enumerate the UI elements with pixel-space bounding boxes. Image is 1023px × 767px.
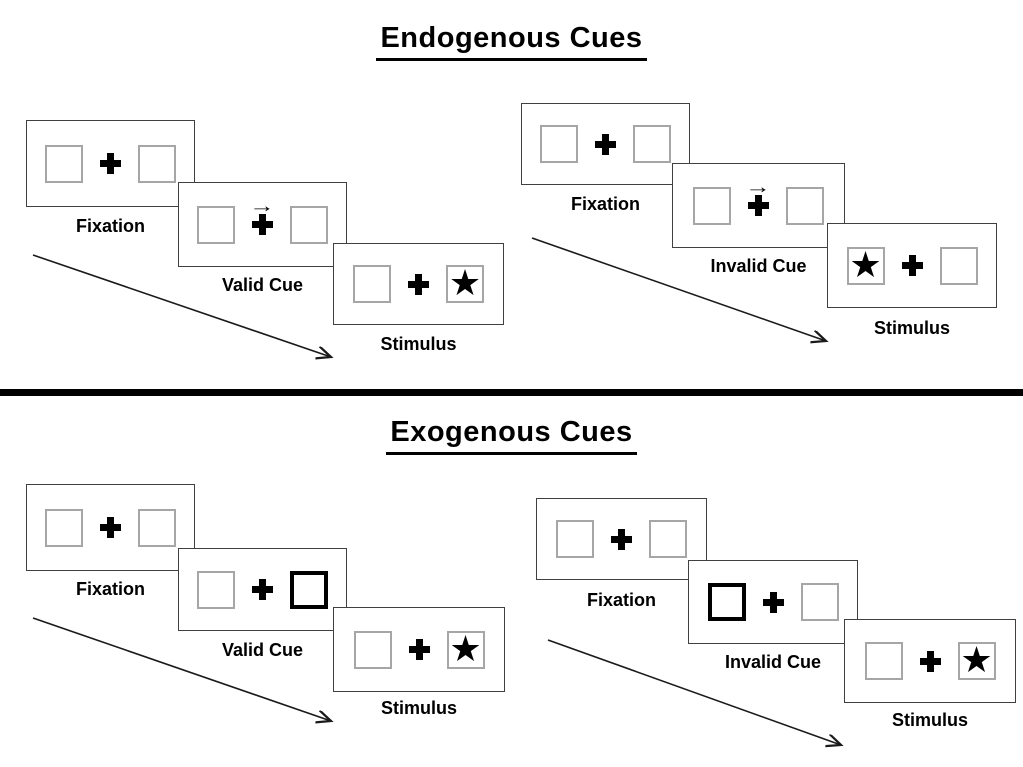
fixation-cross-icon	[611, 528, 632, 550]
endogenous-valid-stimulus-panel: ★	[333, 243, 504, 325]
fixation-cross-icon	[252, 579, 273, 600]
exogenous-invalid-stimulus-panel: ★	[844, 619, 1016, 703]
empty-square	[786, 186, 824, 225]
empty-square	[138, 508, 176, 547]
exogenous-valid-cue-label: Valid Cue	[221, 640, 304, 660]
exogenous-invalid-cue-label: Invalid Cue	[724, 652, 822, 672]
exogenous-valid-stimulus-label: Stimulus	[380, 698, 457, 718]
empty-square	[864, 642, 903, 680]
star-icon: ★	[849, 243, 882, 285]
exogenous-valid-cue-panel	[178, 548, 347, 631]
empty-square	[290, 205, 328, 244]
endogenous-invalid-fixation-label: Fixation	[570, 194, 640, 214]
fixation-cross-icon	[252, 214, 273, 235]
target-square: ★	[446, 627, 485, 669]
fixation-cross-icon	[595, 133, 616, 155]
exogenous-invalid-fixation-label: Fixation	[586, 590, 656, 610]
fixation-cross-icon	[762, 591, 784, 613]
target-square: ★	[446, 265, 484, 303]
exogenous-section-title: Exogenous Cues	[0, 416, 1023, 455]
empty-square	[633, 125, 671, 163]
endogenous-invalid-stimulus-label: Stimulus	[873, 318, 950, 338]
endogenous-section-title: Endogenous Cues	[0, 22, 1023, 61]
endogenous-invalid-fixation-panel	[521, 103, 690, 185]
time-arrow-endogenous-valid	[32, 254, 331, 357]
empty-square	[45, 508, 83, 547]
empty-square	[353, 630, 392, 669]
endogenous-valid-stimulus-label: Stimulus	[380, 334, 457, 354]
exogenous-invalid-stimulus-label: Stimulus	[891, 710, 968, 730]
empty-square	[138, 144, 176, 183]
exogenous-title-text: Exogenous Cues	[386, 416, 637, 455]
endogenous-valid-fixation-panel	[26, 120, 195, 207]
target-square: ★	[846, 243, 885, 285]
time-arrow-exogenous-valid	[32, 617, 331, 721]
endogenous-valid-cue-panel: →	[178, 182, 347, 267]
exogenous-invalid-cue-panel	[688, 560, 858, 644]
exogenous-valid-fixation-label: Fixation	[75, 579, 145, 599]
cue-arrow-icon: →	[249, 196, 275, 217]
fixation-cross-icon	[408, 273, 429, 295]
endogenous-invalid-cue-label: Invalid Cue	[710, 256, 807, 276]
empty-square	[45, 144, 83, 183]
empty-square	[197, 570, 235, 609]
star-icon: ★	[449, 627, 482, 669]
target-square: ★	[957, 639, 996, 680]
empty-square	[649, 520, 687, 558]
fixation-cross-icon	[748, 195, 769, 216]
exogenous-valid-stimulus-panel: ★	[333, 607, 505, 692]
endogenous-title-text: Endogenous Cues	[376, 22, 647, 61]
empty-square	[540, 125, 578, 163]
fixation-cross-icon	[919, 650, 941, 672]
empty-square	[353, 265, 391, 303]
endogenous-valid-fixation-label: Fixation	[75, 216, 145, 236]
star-icon: ★	[960, 639, 993, 680]
endogenous-invalid-stimulus-panel: ★	[827, 223, 997, 308]
fixation-cross-icon	[100, 517, 121, 538]
highlighted-cue-square	[707, 583, 746, 621]
fixation-cross-icon	[100, 153, 121, 174]
section-divider	[0, 389, 1023, 396]
star-icon: ★	[448, 262, 482, 303]
empty-square	[800, 583, 839, 621]
highlighted-cue-square	[290, 570, 328, 609]
exogenous-valid-fixation-panel	[26, 484, 195, 571]
endogenous-valid-cue-label: Valid Cue	[221, 275, 304, 295]
exogenous-invalid-fixation-panel	[536, 498, 707, 580]
fixation-cross-icon	[901, 255, 923, 276]
time-arrow-endogenous-invalid	[531, 237, 826, 341]
cue-arrow-icon: →	[745, 177, 771, 198]
endogenous-invalid-cue-panel: →	[672, 163, 845, 248]
fixation-cross-icon	[408, 639, 430, 660]
empty-square	[939, 246, 978, 285]
empty-square	[197, 205, 235, 244]
empty-square	[556, 520, 594, 558]
empty-square	[693, 186, 731, 225]
